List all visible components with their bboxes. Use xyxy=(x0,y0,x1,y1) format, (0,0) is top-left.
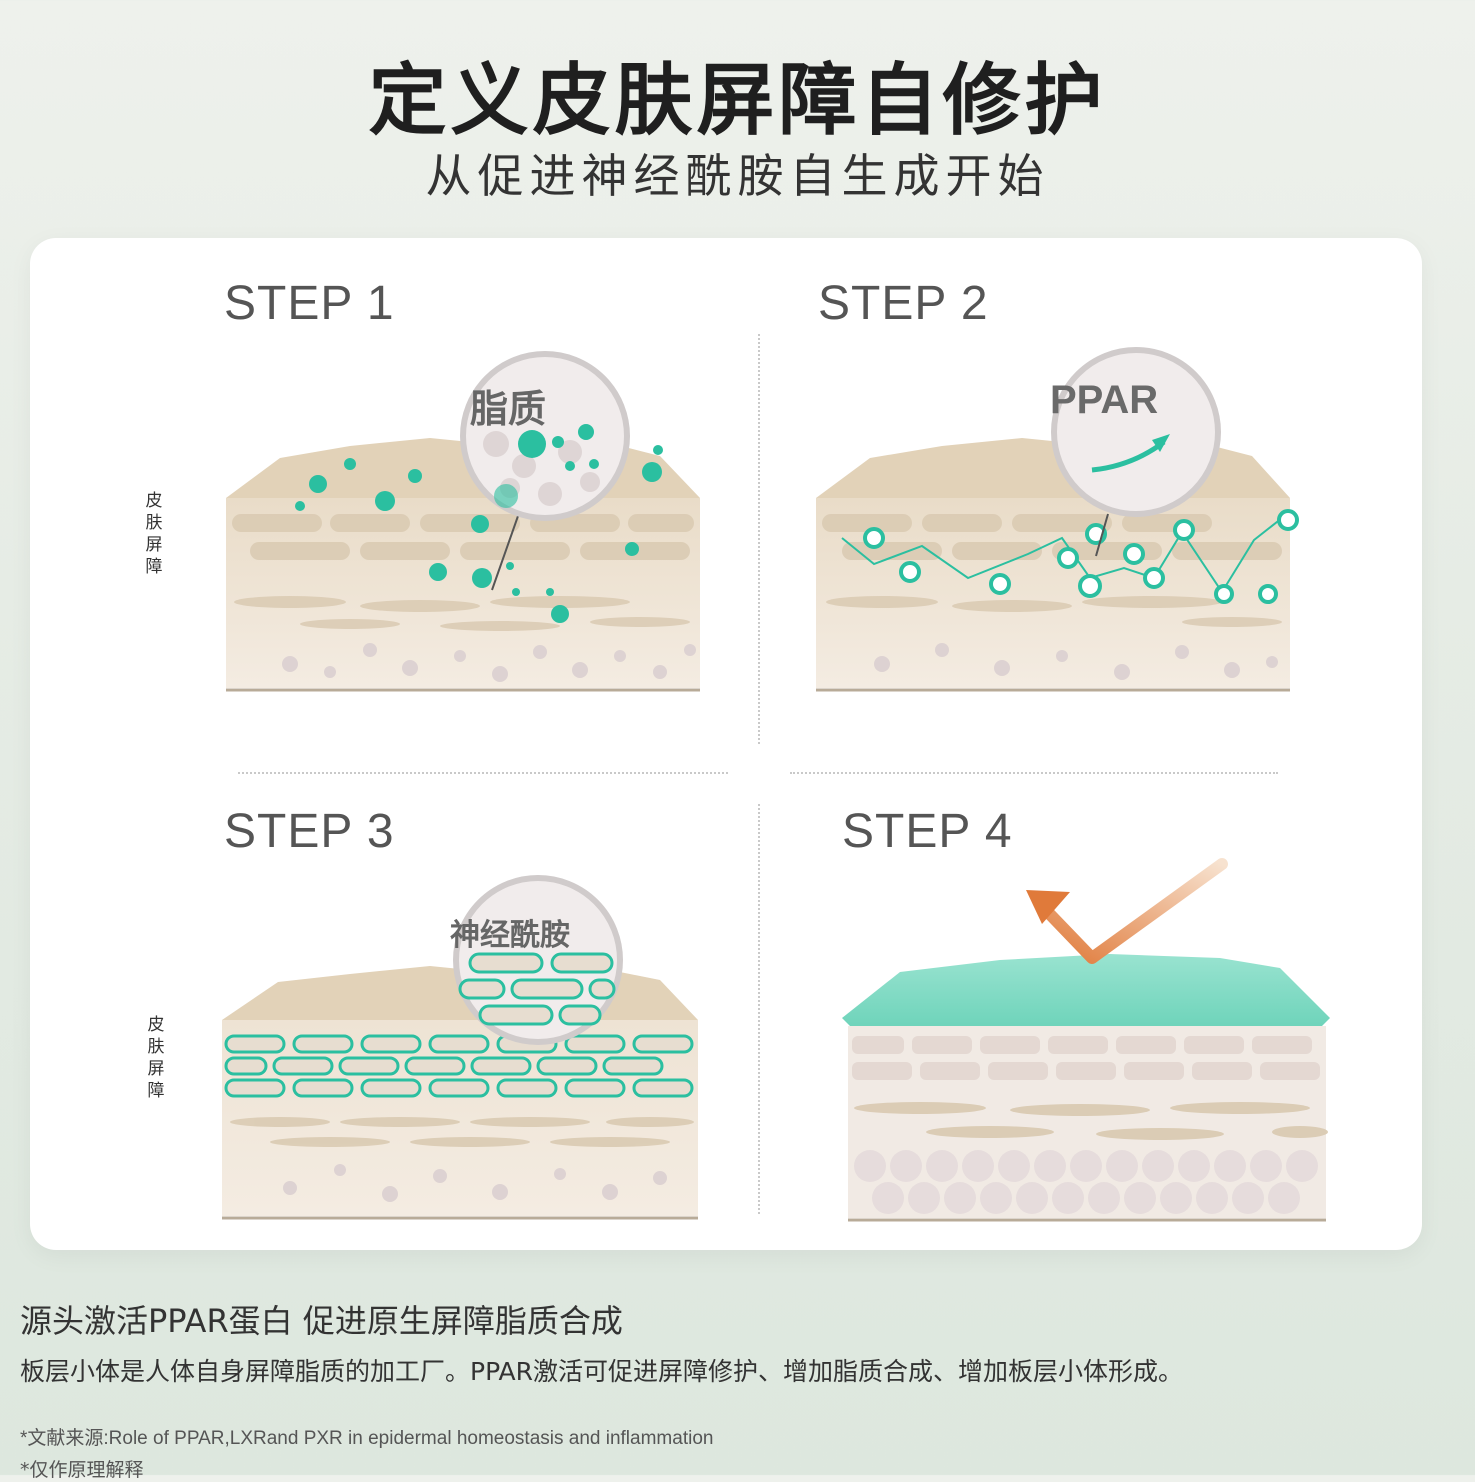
source-note: *文献来源:Role of PPAR,LXRand PXR in epiderm… xyxy=(20,1428,714,1449)
horizontal-divider-right xyxy=(790,772,1278,774)
check-arrow xyxy=(1036,858,1228,964)
skin-barrier-label-1: 皮肤屏障 xyxy=(145,491,163,577)
step-4-skin-illustration xyxy=(842,858,1330,1222)
step-3-skin-illustration xyxy=(222,875,698,1220)
horizontal-divider-left xyxy=(238,772,728,774)
ppar-magnifier xyxy=(1051,347,1221,517)
step-1-label: STEP 1 xyxy=(224,277,395,330)
steps-card: STEP 1 STEP 2 STEP 3 STEP 4 皮肤屏障 皮肤屏障 xyxy=(30,238,1422,1250)
step-2-skin-illustration xyxy=(816,347,1299,692)
bottom-description: 板层小体是人体自身屏障脂质的加工厂。PPAR激活可促进屏障修护、增加脂质合成、增… xyxy=(20,1357,1184,1386)
ceramide-bubble-text: 神经酰胺 xyxy=(450,918,570,953)
skin-barrier-label-3: 皮肤屏障 xyxy=(147,1015,165,1101)
vertical-divider-bottom xyxy=(758,804,760,1214)
step-2-label: STEP 2 xyxy=(818,277,989,330)
lipid-bubble-text: 脂质 xyxy=(470,387,547,431)
ppar-bubble-text: PPAR xyxy=(1050,378,1159,422)
step-4-label: STEP 4 xyxy=(842,805,1013,858)
vertical-divider-top xyxy=(758,334,760,744)
page-subtitle: 从促进神经酰胺自生成开始 xyxy=(425,149,1050,203)
bottom-headline: 源头激活PPAR蛋白 促进原生屏障脂质合成 xyxy=(20,1302,623,1340)
disclaimer-note: *仅作原理解释 xyxy=(20,1459,144,1481)
page-title: 定义皮肤屏障自修护 xyxy=(368,56,1107,146)
step-1-skin-illustration xyxy=(226,351,700,692)
protective-film xyxy=(842,954,1330,1026)
step-3-label: STEP 3 xyxy=(224,805,395,858)
